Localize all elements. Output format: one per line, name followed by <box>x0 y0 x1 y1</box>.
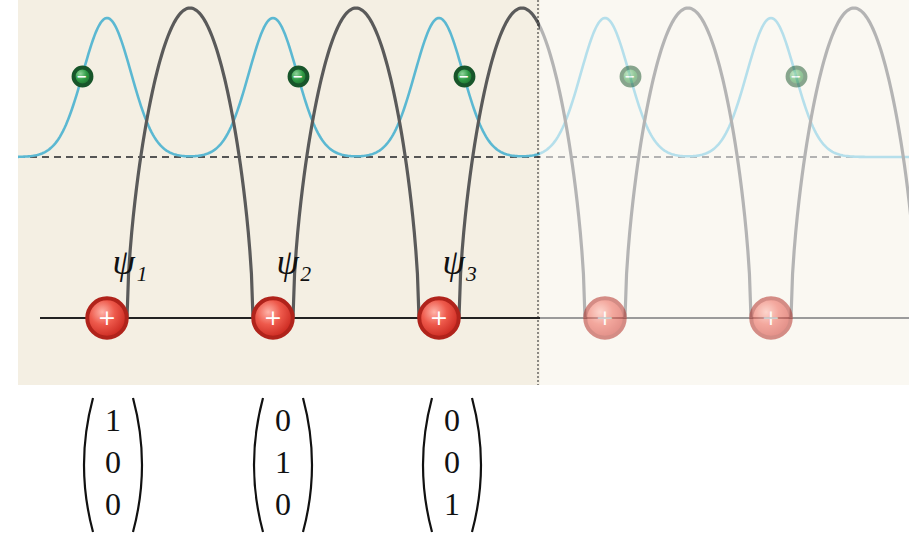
divider-line <box>538 0 539 385</box>
electron: − <box>787 67 806 86</box>
potential-barrier <box>293 8 419 318</box>
background-panel <box>18 0 909 385</box>
vector-bracket <box>472 398 481 532</box>
vector-entry: 0 <box>444 446 460 478</box>
vector-entry: 1 <box>275 446 291 478</box>
electron: − <box>621 67 640 86</box>
fade-overlay <box>540 0 909 385</box>
nucleus: + <box>750 297 792 339</box>
nucleus: + <box>252 297 294 339</box>
nucleus-circle <box>87 298 126 337</box>
vector-entry: 0 <box>105 488 121 520</box>
nucleus: + <box>584 297 626 339</box>
vector-bracket <box>254 398 263 532</box>
vector-entry: 0 <box>275 488 291 520</box>
vector-bracket <box>133 398 142 532</box>
wavefunction-label: ψ₂ <box>277 244 312 280</box>
nucleus-circle <box>253 298 292 337</box>
nucleus: + <box>86 297 128 339</box>
vector-entry: 1 <box>105 404 121 436</box>
electron-sign: − <box>791 70 802 83</box>
vector-entry: 0 <box>275 404 291 436</box>
nucleus-sign: + <box>430 307 448 329</box>
electron-circle <box>73 67 91 85</box>
wavefunction-label: ψ₁ <box>113 244 148 280</box>
vector-entry: 0 <box>444 404 460 436</box>
vector-entry: 1 <box>444 488 460 520</box>
nucleus-sign: + <box>762 307 780 329</box>
nucleus-sign: + <box>264 307 282 329</box>
nucleus-sign: + <box>596 307 614 329</box>
electron-sign: − <box>459 70 470 83</box>
electron-circle <box>621 67 639 85</box>
nucleus-circle <box>751 298 790 337</box>
nucleus: + <box>418 297 460 339</box>
electron-sign: − <box>293 70 304 83</box>
electron-sign: − <box>625 70 636 83</box>
wavefunction-label: ψ₃ <box>443 244 478 280</box>
electron-circle <box>289 67 307 85</box>
vector-bracket <box>423 398 432 532</box>
nucleus-circle <box>419 298 458 337</box>
electron: − <box>289 67 308 86</box>
vector-bracket <box>84 398 93 532</box>
nucleus-circle <box>585 298 624 337</box>
vector-bracket <box>303 398 312 532</box>
electron: − <box>455 67 474 86</box>
electron-circle <box>455 67 473 85</box>
electron-sign: − <box>77 70 88 83</box>
vector-entry: 0 <box>105 446 121 478</box>
nucleus-sign: + <box>98 307 116 329</box>
electron: − <box>73 67 92 86</box>
electron-circle <box>787 67 805 85</box>
